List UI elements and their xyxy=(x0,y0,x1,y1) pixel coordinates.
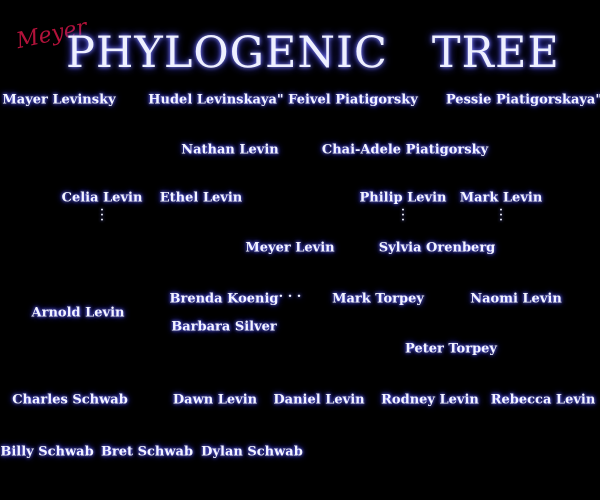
vertical-ellipsis: ··· xyxy=(401,205,405,226)
person-meyer-levin: Meyer Levin xyxy=(245,240,335,256)
person-hudel-feivel: Hudel Levinskaya" Feivel Piatigorsky xyxy=(148,92,418,108)
person-rebecca-levin: Rebecca Levin xyxy=(490,392,596,408)
person-nathan-levin: Nathan Levin xyxy=(181,142,279,158)
person-chai-adele: Chai-Adele Piatigorsky xyxy=(321,142,489,158)
person-ethel-levin: Ethel Levin xyxy=(159,190,243,206)
person-philip-levin: Philip Levin xyxy=(359,190,447,206)
person-arnold-levin: Arnold Levin xyxy=(31,305,125,321)
person-bret-schwab: Bret Schwab xyxy=(100,444,194,460)
person-celia-levin: Celia Levin xyxy=(61,190,143,206)
person-mayer-levinsky: Mayer Levinsky xyxy=(2,92,116,108)
person-rodney-levin: Rodney Levin xyxy=(381,392,479,408)
person-barbara-silver: Barbara Silver xyxy=(171,319,277,335)
person-charles-schwab: Charles Schwab xyxy=(12,392,128,408)
person-brenda-koenig: Brenda Koenig xyxy=(169,291,279,307)
person-naomi-levin: Naomi Levin xyxy=(470,291,562,307)
continuation-dots: · · · xyxy=(278,289,302,305)
person-billy-schwab: Billy Schwab xyxy=(0,444,94,460)
person-daniel-levin: Daniel Levin xyxy=(273,392,365,408)
vertical-ellipsis: ··· xyxy=(100,205,104,226)
person-mark-torpey: Mark Torpey xyxy=(332,291,424,307)
vertical-ellipsis: ··· xyxy=(499,205,503,226)
person-dawn-levin: Dawn Levin xyxy=(172,392,258,408)
person-peter-torpey: Peter Torpey xyxy=(405,341,497,357)
person-sylvia-orenberg: Sylvia Orenberg xyxy=(378,240,496,256)
person-pessie: Pessie Piatigorskaya" xyxy=(445,92,600,108)
person-mark-levin: Mark Levin xyxy=(459,190,543,206)
page-title: PHYLOGENIC TREE xyxy=(66,28,560,78)
person-dylan-schwab: Dylan Schwab xyxy=(201,444,303,460)
